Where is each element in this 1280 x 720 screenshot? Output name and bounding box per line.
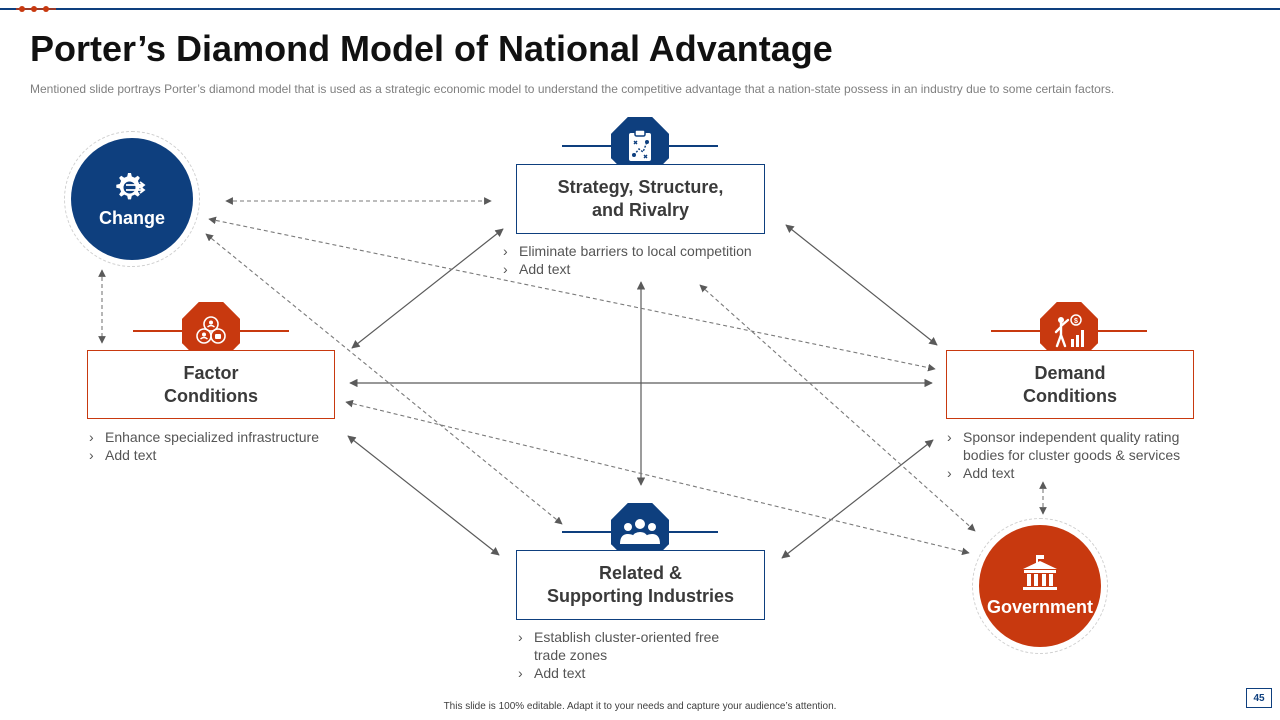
- list-item: Add text: [516, 664, 746, 682]
- arrow-factor-related: [347, 435, 500, 556]
- list-item: Add text: [945, 464, 1205, 482]
- bank-building-icon: [1023, 554, 1057, 590]
- strategy-clipboard-icon: [629, 129, 651, 161]
- footer-note: This slide is 100% editable. Adapt it to…: [443, 701, 837, 712]
- arrow-related-demand: [781, 439, 934, 559]
- list-item: Eliminate barriers to local competition: [501, 242, 791, 260]
- demand-conditions-box: Demand Conditions: [946, 350, 1194, 419]
- related-label-line2: Supporting Industries: [547, 586, 734, 606]
- change-circle-fill: Change: [71, 138, 193, 260]
- government-circle-fill: Government: [979, 525, 1101, 647]
- top-dots-decoration: [16, 6, 56, 12]
- gear-arrows-icon: [116, 172, 146, 199]
- group-icon: [620, 519, 660, 544]
- related-label-line1: Related &: [598, 563, 683, 583]
- list-item: Add text: [87, 446, 347, 464]
- slide-title: Porter’s Diamond Model of National Advan…: [30, 28, 833, 69]
- factor-bullets: Enhance specialized infrastructure Add t…: [87, 428, 347, 464]
- demand-label-line1: Demand: [1034, 362, 1106, 383]
- change-label: Change: [98, 207, 165, 228]
- dashed-government-strategy: [699, 284, 976, 532]
- factor-conditions-box: Factor Conditions: [87, 350, 335, 419]
- slide-subtitle: Mentioned slide portrays Porter’s diamon…: [30, 82, 1115, 96]
- growth-chart-person-icon: $: [1054, 314, 1084, 348]
- factor-label-line1: Factor: [183, 362, 239, 383]
- strategy-structure-rivalry-box: Strategy, Structure, and Rivalry: [516, 164, 765, 234]
- dashed-government-factor: [345, 399, 970, 556]
- change-circle: Change: [64, 131, 200, 267]
- people-network-icon: [196, 316, 226, 344]
- top-rule: [0, 8, 1280, 10]
- list-item: Sponsor independent quality rating bodie…: [945, 428, 1205, 464]
- strategy-label-line1: Strategy, Structure,: [557, 177, 724, 197]
- related-bullets: Establish cluster-oriented free trade zo…: [516, 628, 746, 682]
- arrow-strategy-demand: [785, 224, 938, 346]
- arrow-factor-strategy: [351, 228, 504, 349]
- demand-label-line2: Conditions: [1023, 385, 1117, 406]
- page-number: 45: [1246, 688, 1272, 708]
- government-label: Government: [986, 596, 1094, 617]
- demand-bullets: Sponsor independent quality rating bodie…: [945, 428, 1205, 482]
- government-circle: Government: [972, 518, 1108, 654]
- factor-label-line2: Conditions: [164, 385, 258, 406]
- list-item: Enhance specialized infrastructure: [87, 428, 347, 446]
- list-item: Add text: [501, 260, 791, 278]
- strategy-label-line2: and Rivalry: [591, 200, 690, 220]
- strategy-bullets: Eliminate barriers to local competition …: [501, 242, 791, 278]
- list-item: Establish cluster-oriented free trade zo…: [516, 628, 746, 664]
- related-supporting-industries-box: Related & Supporting Industries: [516, 550, 765, 620]
- svg-text:$: $: [1074, 318, 1078, 325]
